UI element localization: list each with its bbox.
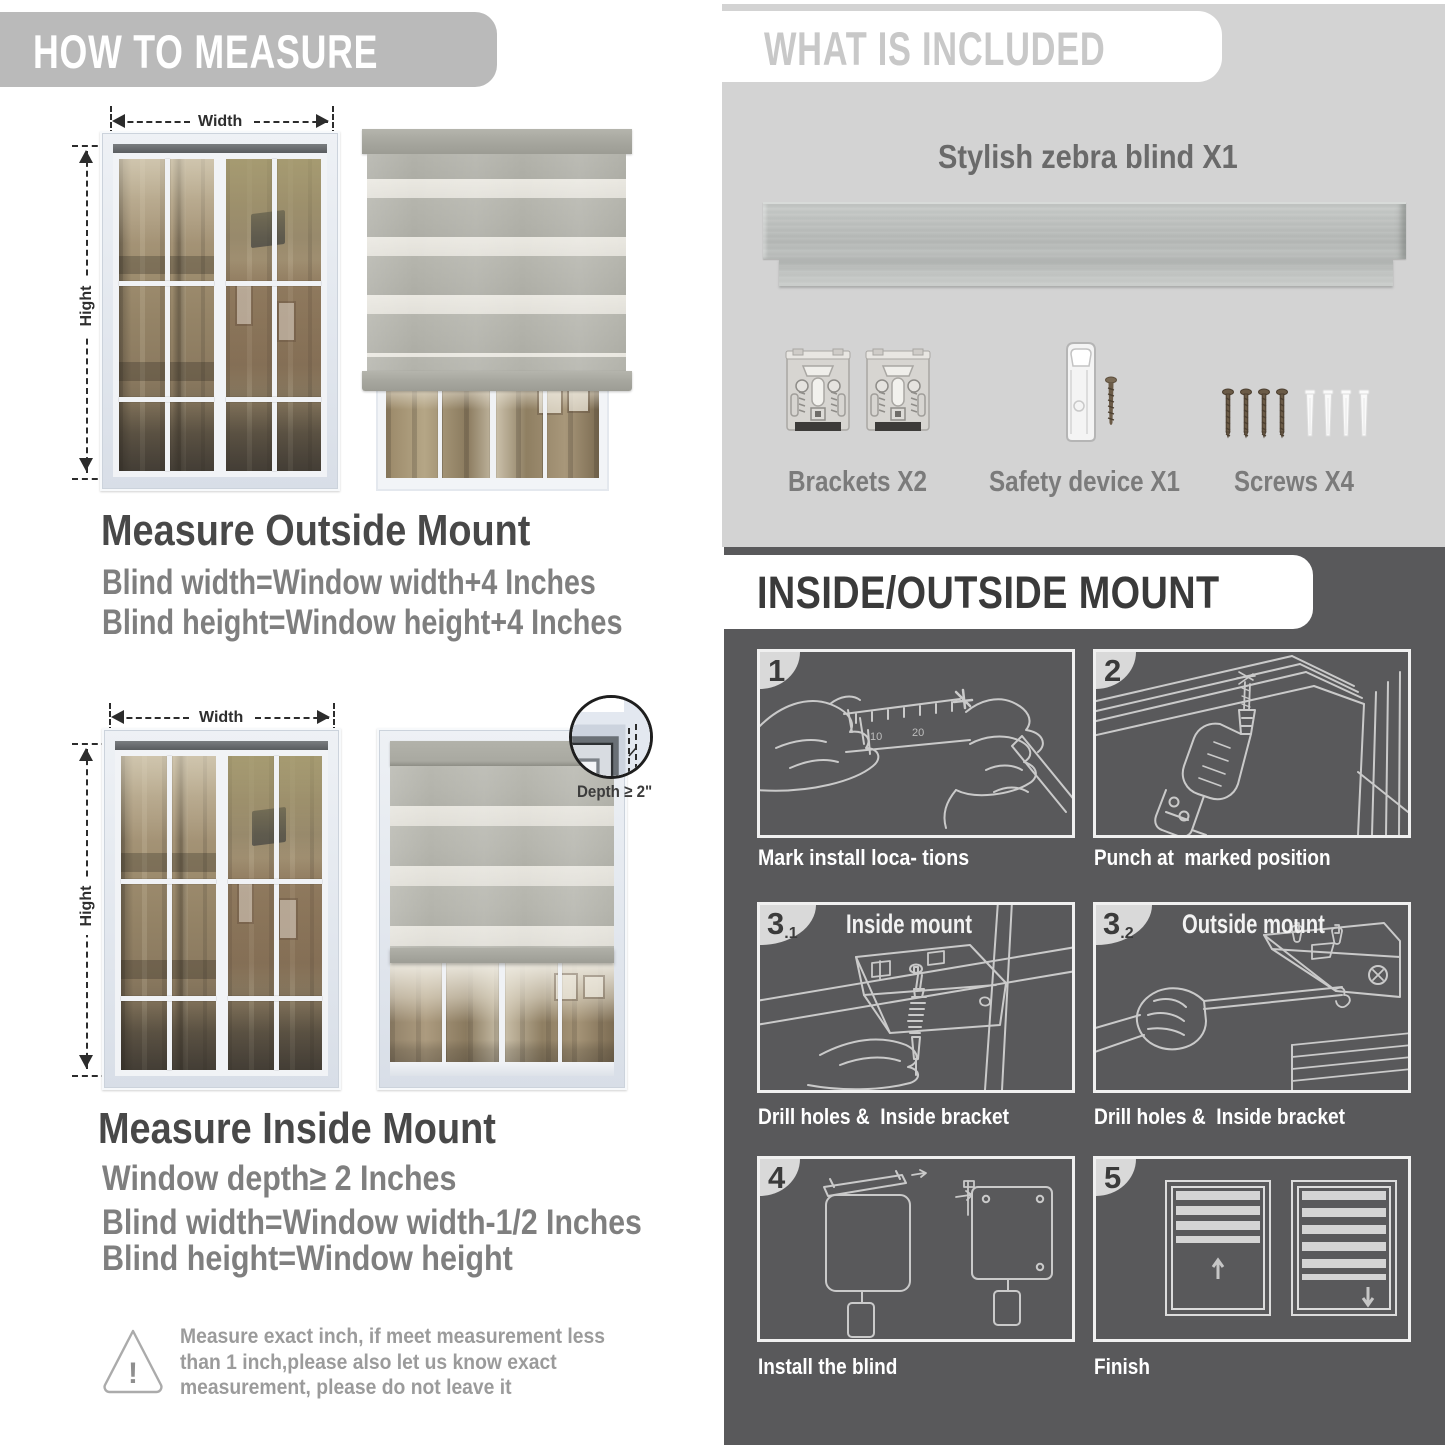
svg-text:10: 10	[870, 731, 882, 743]
svg-text:!: !	[128, 1357, 138, 1390]
svg-text:20: 20	[912, 727, 924, 739]
